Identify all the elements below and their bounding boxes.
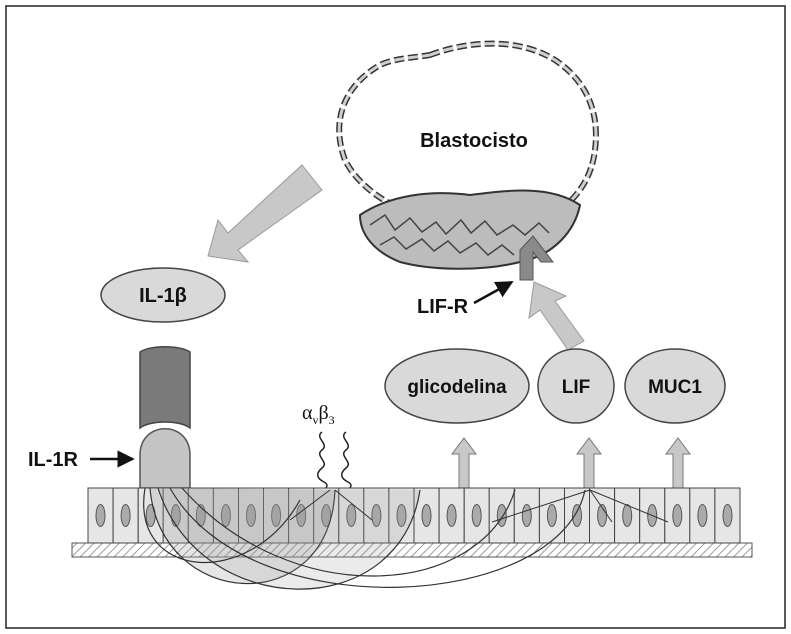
cell-nucleus: [421, 504, 432, 527]
cell-nucleus: [471, 504, 482, 527]
secretion-arrow-lif: [576, 437, 602, 489]
il1r-curve-3: [169, 487, 586, 588]
lifr: LIF-R: [417, 235, 555, 318]
il1r-curve-5: [143, 487, 301, 563]
il1r-curve-1: [149, 487, 336, 585]
integrin-label: αvβ3: [302, 402, 335, 427]
lif-line-mid: [589, 489, 613, 523]
il1r-label: IL-1R: [28, 449, 79, 471]
il1r-curve-2: [157, 487, 421, 590]
il1r-receptor: IL-1R: [28, 346, 191, 489]
lif-label: LIF: [562, 377, 591, 398]
blastocyst: Blastocisto: [336, 40, 599, 270]
glycodelin-label: glicodelina: [407, 377, 507, 398]
lifr-label: LIF-R: [417, 296, 469, 318]
cell-nucleus: [396, 504, 407, 527]
blastocyst-label: Blastocisto: [420, 130, 528, 152]
cell-nucleus: [622, 504, 633, 527]
signal-arrow-to-il1b: [207, 164, 323, 263]
cell-nucleus: [446, 504, 457, 527]
il1b-node: IL-1β: [100, 267, 226, 323]
lif-ellipse: [537, 348, 615, 424]
epithelial-layer: [87, 487, 741, 544]
il1r-light-stem: [139, 428, 191, 489]
integrin-strand-left: [317, 431, 328, 491]
cell-nucleus: [572, 504, 582, 527]
il1b-ellipse: [100, 267, 226, 323]
blastocyst-outline-inner: [337, 42, 598, 229]
cell-nucleus: [321, 504, 332, 527]
cell-nucleus: [246, 504, 256, 527]
epithelial-cell: [664, 487, 691, 544]
inner-cell-mass-texture: [369, 213, 550, 256]
secretion-arrows: [451, 437, 691, 489]
cell-nucleus: [722, 504, 733, 527]
muc1-ellipse: [624, 348, 726, 424]
cell-nucleus: [95, 504, 106, 527]
muc1-label: MUC1: [648, 377, 702, 398]
lif-to-blastocyst-arrow: [528, 281, 585, 351]
secretion-arrow-glycodelin: [451, 437, 477, 489]
secretion-arrow-muc1: [665, 437, 691, 489]
cell-nucleus: [371, 504, 382, 527]
il1b-label: IL-1β: [139, 285, 187, 307]
cell-nucleus: [346, 504, 357, 527]
signaling-curves: [143, 487, 669, 590]
glycodelin-node: glicodelina: [384, 348, 530, 424]
integrin: αvβ3: [302, 402, 352, 491]
lif-node: LIF: [537, 348, 615, 424]
cell-nucleus: [220, 504, 231, 527]
cell-nucleus: [521, 504, 532, 527]
cell-nucleus: [697, 504, 708, 527]
il1r-dark-cap: [139, 346, 191, 430]
lif-line-right: [589, 489, 669, 523]
epithelial-cell: [263, 487, 290, 544]
cell-nucleus: [672, 504, 683, 527]
integrin-strand-right: [341, 431, 352, 491]
integrin-line-left: [289, 489, 331, 521]
cell-nucleus: [271, 504, 282, 527]
lifr-chevron: [519, 235, 555, 281]
epithelial-cell: [488, 487, 515, 544]
cell-nucleus: [120, 504, 131, 527]
cell-nucleus: [546, 504, 557, 527]
lif-line-left: [491, 489, 591, 523]
il1r-curve-4: [181, 487, 516, 577]
lifr-pointer-arrow: [473, 280, 514, 305]
integrin-line-right: [334, 489, 373, 521]
glycodelin-ellipse: [384, 348, 530, 424]
cell-nucleus: [496, 504, 507, 527]
muc1-node: MUC1: [624, 348, 726, 424]
